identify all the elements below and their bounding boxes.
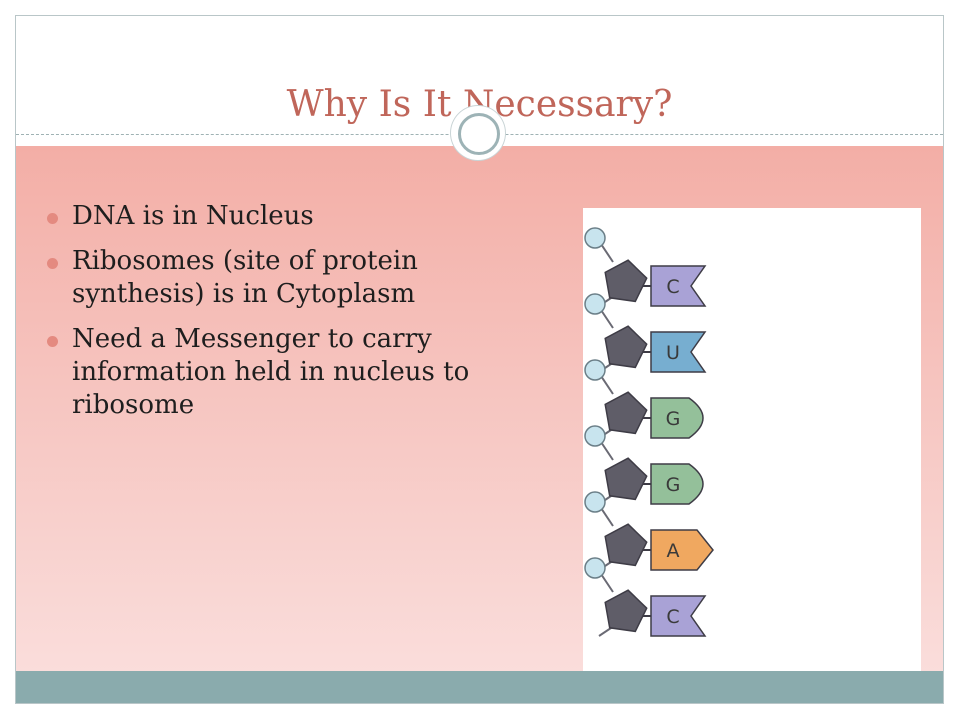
nitrogenous-base-icon [650,331,707,373]
phosphate-icon [584,359,606,381]
ribose-sugar-icon [604,391,648,435]
base-letter: C [666,606,679,628]
base-letter: C [666,276,679,298]
divider-ring-icon [451,106,505,160]
ring-inner [458,113,500,155]
nitrogenous-base-icon [650,529,714,571]
base-letter: A [667,540,680,562]
bullet-item-dna: DNA is in Nucleus [47,200,547,233]
rna-strand-diagram: C U G G A C [584,227,714,637]
ribose-sugar-icon [604,325,648,369]
phosphate-icon [584,557,606,579]
nitrogenous-base-icon [650,463,704,505]
base-letter: G [666,474,681,496]
rna-strand-image: C U G G A C [583,208,921,671]
nitrogenous-base-icon [650,265,707,307]
bullet-list: DNA is in Nucleus Ribosomes (site of pro… [47,200,547,434]
ribose-sugar-icon [604,589,648,633]
footer-bar [16,671,943,703]
base-letter: G [666,408,681,430]
base-letter: U [666,342,680,364]
bullet-item-ribosomes: Ribosomes (site of protein synthesis) is… [47,245,547,311]
phosphate-icon [584,293,606,315]
nitrogenous-base-icon [650,397,704,439]
nitrogenous-base-icon [650,595,707,637]
bullet-item-messenger: Need a Messenger to carry information he… [47,323,547,422]
ribose-sugar-icon [604,457,648,501]
phosphate-icon [584,491,606,513]
phosphate-icon [584,425,606,447]
phosphate-icon [584,227,606,249]
ribose-sugar-icon [604,523,648,567]
ribose-sugar-icon [604,259,648,303]
